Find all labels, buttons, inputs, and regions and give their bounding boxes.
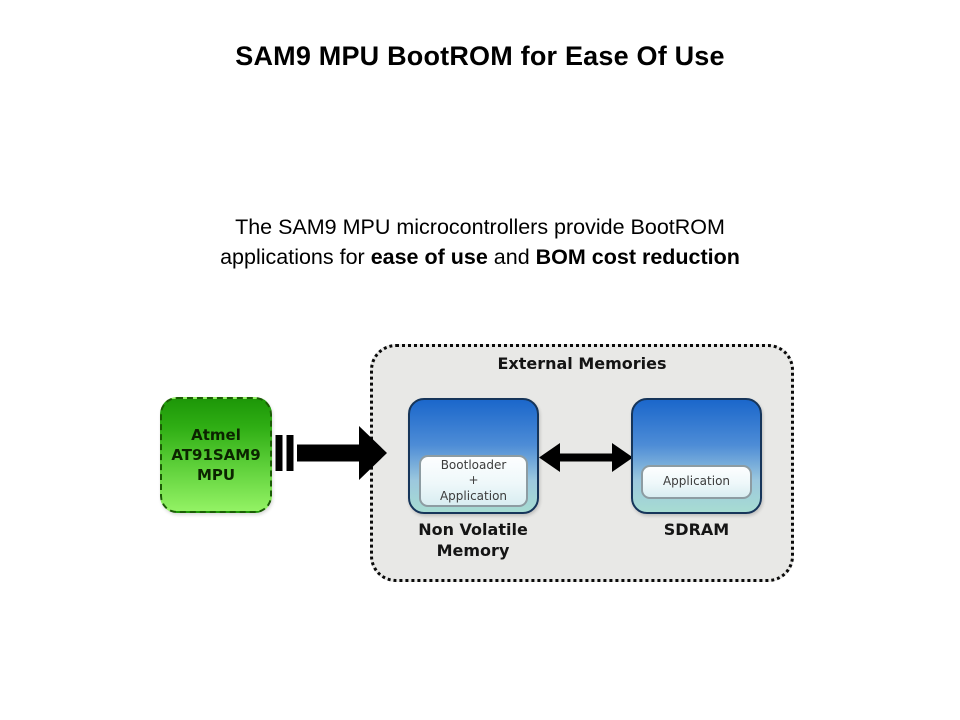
slide-title: SAM9 MPU BootROM for Ease Of Use	[235, 41, 725, 71]
nvm-inner-line2: +	[468, 473, 479, 488]
double-headed-arrow-icon	[539, 441, 633, 474]
sdram-caption: SDRAM	[663, 520, 730, 539]
striped-right-arrow-icon	[274, 419, 388, 487]
nvm-box: Bootloader + Application	[408, 398, 539, 514]
nvm-inner-box: Bootloader + Application	[419, 455, 528, 507]
subtitle-bold-bom-cost: BOM cost reduction	[535, 245, 740, 269]
external-memories-label: External Memories	[497, 354, 667, 373]
mpu-box-line2: AT91SAM9	[171, 446, 261, 464]
subtitle-line1: The SAM9 MPU microcontrollers provide Bo…	[235, 215, 725, 239]
slide-subtitle: The SAM9 MPU microcontrollers provide Bo…	[0, 212, 960, 272]
subtitle-line2-middle: and	[487, 245, 536, 269]
subtitle-bold-ease-of-use: ease of use	[370, 245, 488, 269]
nvm-inner-line1: Bootloader	[440, 457, 507, 472]
sdram-inner-box: Application	[641, 465, 752, 499]
nvm-inner-line3: Application	[439, 488, 508, 503]
sdram-inner-label: Application	[662, 474, 731, 489]
sdram-box: Application	[631, 398, 762, 514]
nvm-caption: Non Volatile Memory	[418, 520, 528, 560]
subtitle-line2-prefix: applications for	[220, 245, 371, 269]
mpu-box-line3: MPU	[196, 466, 236, 484]
mpu-box-line1: Atmel	[191, 426, 241, 444]
mpu-box: Atmel AT91SAM9 MPU	[160, 397, 272, 513]
